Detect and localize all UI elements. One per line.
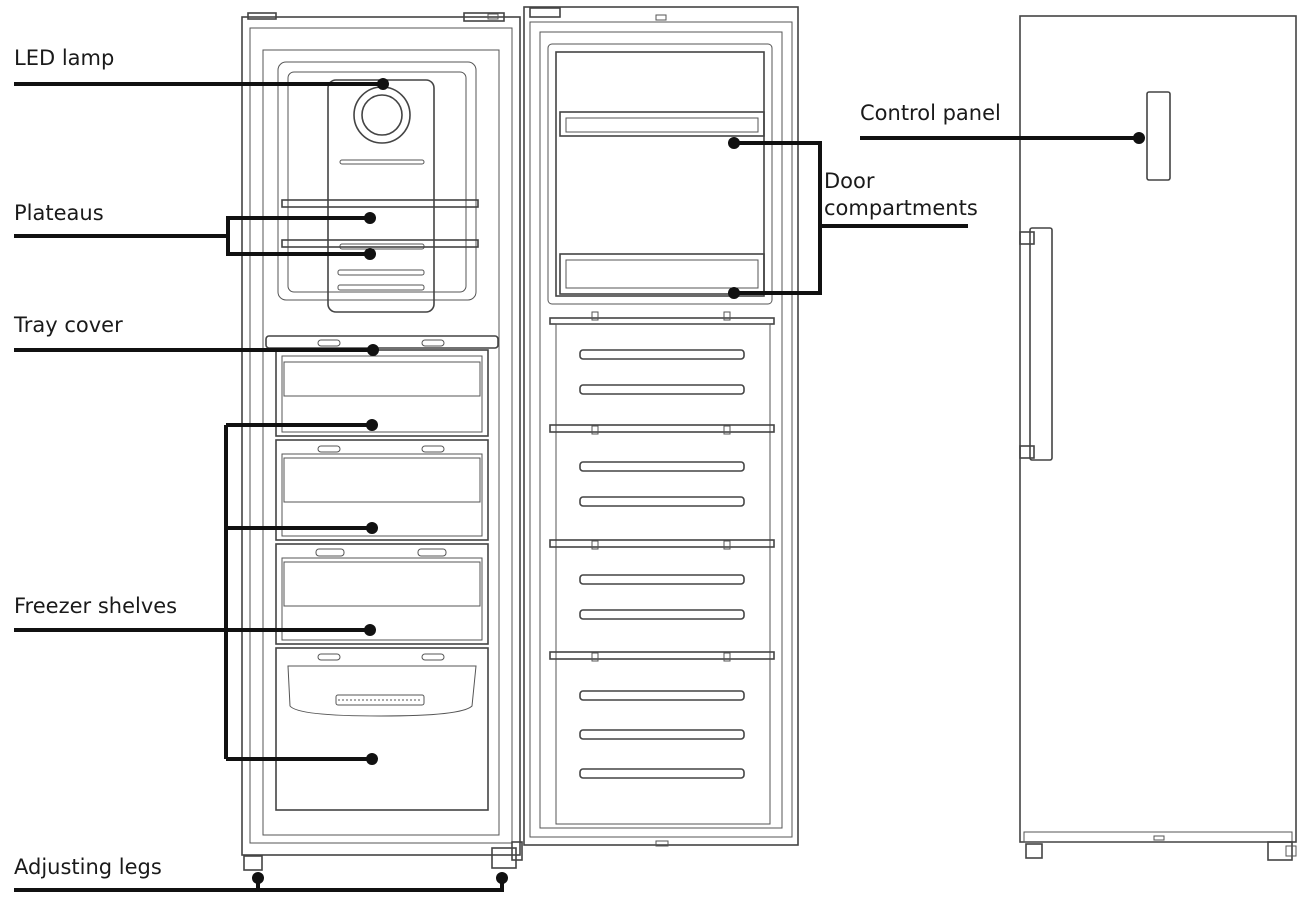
- tray-cover: [265, 335, 499, 349]
- freezer-closed: [1019, 15, 1297, 861]
- label-tray-cover: Tray cover: [13, 313, 123, 337]
- led-lamp-housing: [327, 79, 435, 313]
- freezer-drawer-4: [275, 647, 489, 811]
- freezer-drawer-2: [275, 439, 489, 541]
- label-plateaus: Plateaus: [14, 201, 104, 225]
- callout-led-lamp: [14, 78, 389, 90]
- label-control-panel: Control panel: [860, 101, 1001, 125]
- callout-adjusting-legs: [14, 872, 508, 892]
- callout-freezer-shelves: [14, 419, 378, 765]
- label-door-compartments-line2: compartments: [824, 196, 978, 220]
- label-led-lamp: LED lamp: [14, 46, 114, 70]
- freezer-cabinet: [241, 12, 523, 871]
- callout-tray-cover: [14, 344, 379, 356]
- callout-control-panel: [860, 132, 1145, 144]
- label-door-compartments-line1: Door: [824, 169, 875, 193]
- callout-door-compartments: [728, 137, 968, 299]
- freezer-drawer-1: [275, 349, 489, 437]
- cabinet-feet: [243, 841, 523, 871]
- foot-right: [1267, 841, 1293, 861]
- door-handle: [1019, 227, 1053, 461]
- callout-plateaus: [14, 212, 376, 260]
- control-panel-display: [1146, 91, 1171, 181]
- freezer-door-open: [523, 6, 799, 847]
- foot-left: [1025, 843, 1043, 859]
- label-freezer-shelves: Freezer shelves: [14, 594, 177, 618]
- freezer-drawer-3: [275, 543, 489, 645]
- door-compartments: [547, 43, 773, 305]
- plateau-shelves: [281, 199, 479, 248]
- label-adjusting-legs: Adjusting legs: [14, 855, 162, 879]
- door-bars: [549, 311, 775, 779]
